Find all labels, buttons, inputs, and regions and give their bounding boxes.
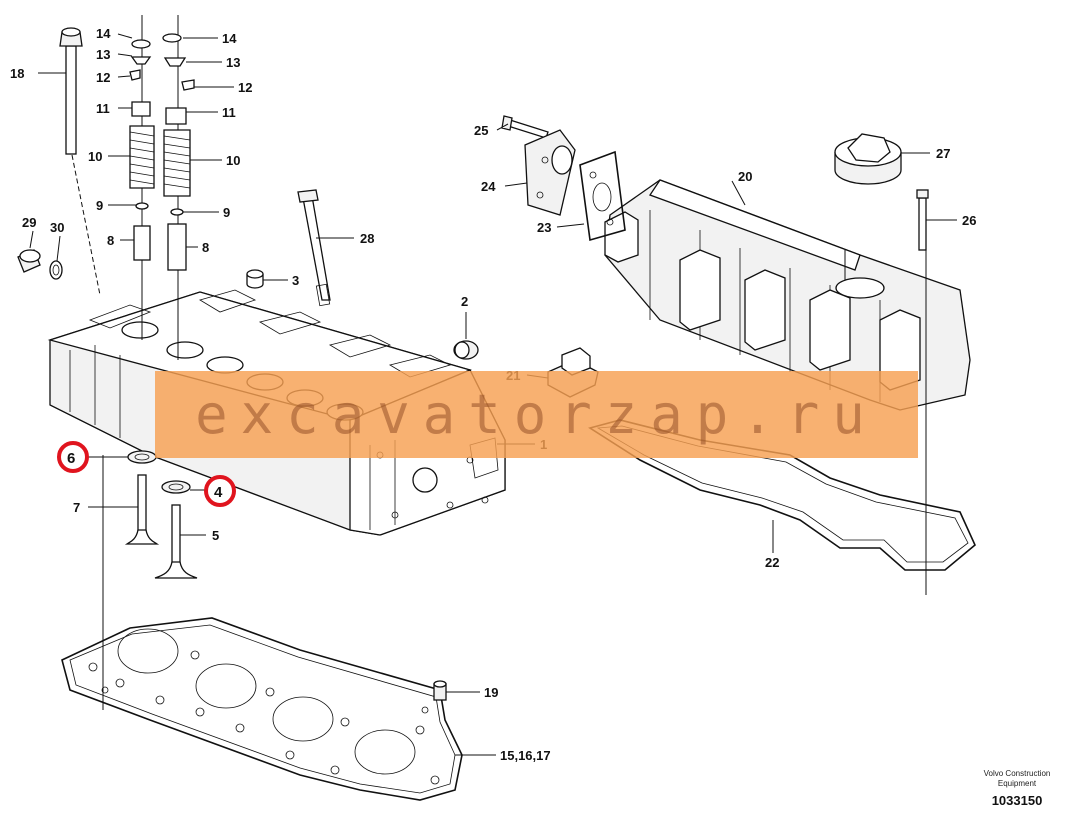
label-12-right: 12 <box>238 80 252 95</box>
label-5: 5 <box>212 528 219 543</box>
label-10-right: 10 <box>226 153 240 168</box>
label-27: 27 <box>936 146 950 161</box>
brand-text: Volvo Construction Equipment <box>968 769 1066 789</box>
label-28: 28 <box>360 231 374 246</box>
gasket-23 <box>579 150 626 242</box>
flange-24 <box>524 129 576 216</box>
cap-3 <box>246 269 264 289</box>
intake-manifold <box>604 179 971 411</box>
label-30: 30 <box>50 220 64 235</box>
label-8-right: 8 <box>202 240 209 255</box>
label-26: 26 <box>962 213 976 228</box>
dowel-19 <box>433 680 447 701</box>
label-6: 6 <box>67 450 75 467</box>
cap-27 <box>834 133 902 185</box>
label-8-left: 8 <box>107 233 114 248</box>
valve-stack-left <box>129 15 155 340</box>
label-15-16-17: 15,16,17 <box>500 748 551 763</box>
label-7: 7 <box>73 500 80 515</box>
label-4: 4 <box>214 484 223 501</box>
seal-6 <box>127 450 157 464</box>
label-13-right: 13 <box>226 55 240 70</box>
valve-stack-right <box>162 15 195 360</box>
bolt-18 <box>59 27 83 155</box>
watermark-banner: excavatorzap.ru <box>155 371 918 458</box>
label-11-left: 11 <box>96 101 110 116</box>
label-14-left: 14 <box>96 26 111 41</box>
head-gasket <box>61 617 463 801</box>
brand-line-2: Equipment <box>997 779 1037 788</box>
label-20: 20 <box>738 169 752 184</box>
label-10-left: 10 <box>88 149 102 164</box>
label-3: 3 <box>292 273 299 288</box>
valve-5 <box>154 504 198 579</box>
highlight-callout-6: 6 <box>57 441 89 473</box>
leader-lines <box>29 33 957 756</box>
label-24: 24 <box>481 179 496 194</box>
label-18: 18 <box>10 66 24 81</box>
brand-line-1: Volvo Construction <box>983 769 1051 778</box>
document-number: 1033150 <box>991 793 1043 808</box>
label-12-left: 12 <box>96 70 110 85</box>
label-25: 25 <box>474 123 488 138</box>
label-29: 29 <box>22 215 36 230</box>
watermark-text: excavatorzap.ru <box>195 383 878 446</box>
bolt-26 <box>916 189 929 595</box>
label-2: 2 <box>461 294 468 309</box>
label-11-right: 11 <box>222 105 236 120</box>
plug-29 <box>17 249 41 273</box>
bolt-25 <box>501 115 549 139</box>
plug-2 <box>453 340 479 360</box>
washer-30 <box>49 260 63 280</box>
highlight-callout-4: 4 <box>204 475 236 507</box>
bolt-28 <box>297 189 331 307</box>
part-labels: 18 14 13 12 11 10 9 8 14 13 12 11 10 9 8… <box>10 26 976 763</box>
label-9-left: 9 <box>96 198 103 213</box>
label-22: 22 <box>765 555 779 570</box>
label-14-right: 14 <box>222 31 237 46</box>
valve-7 <box>124 474 160 545</box>
label-19: 19 <box>484 685 498 700</box>
seal-4 <box>161 480 191 494</box>
label-13-left: 13 <box>96 47 110 62</box>
label-9-right: 9 <box>223 205 230 220</box>
label-23: 23 <box>537 220 551 235</box>
